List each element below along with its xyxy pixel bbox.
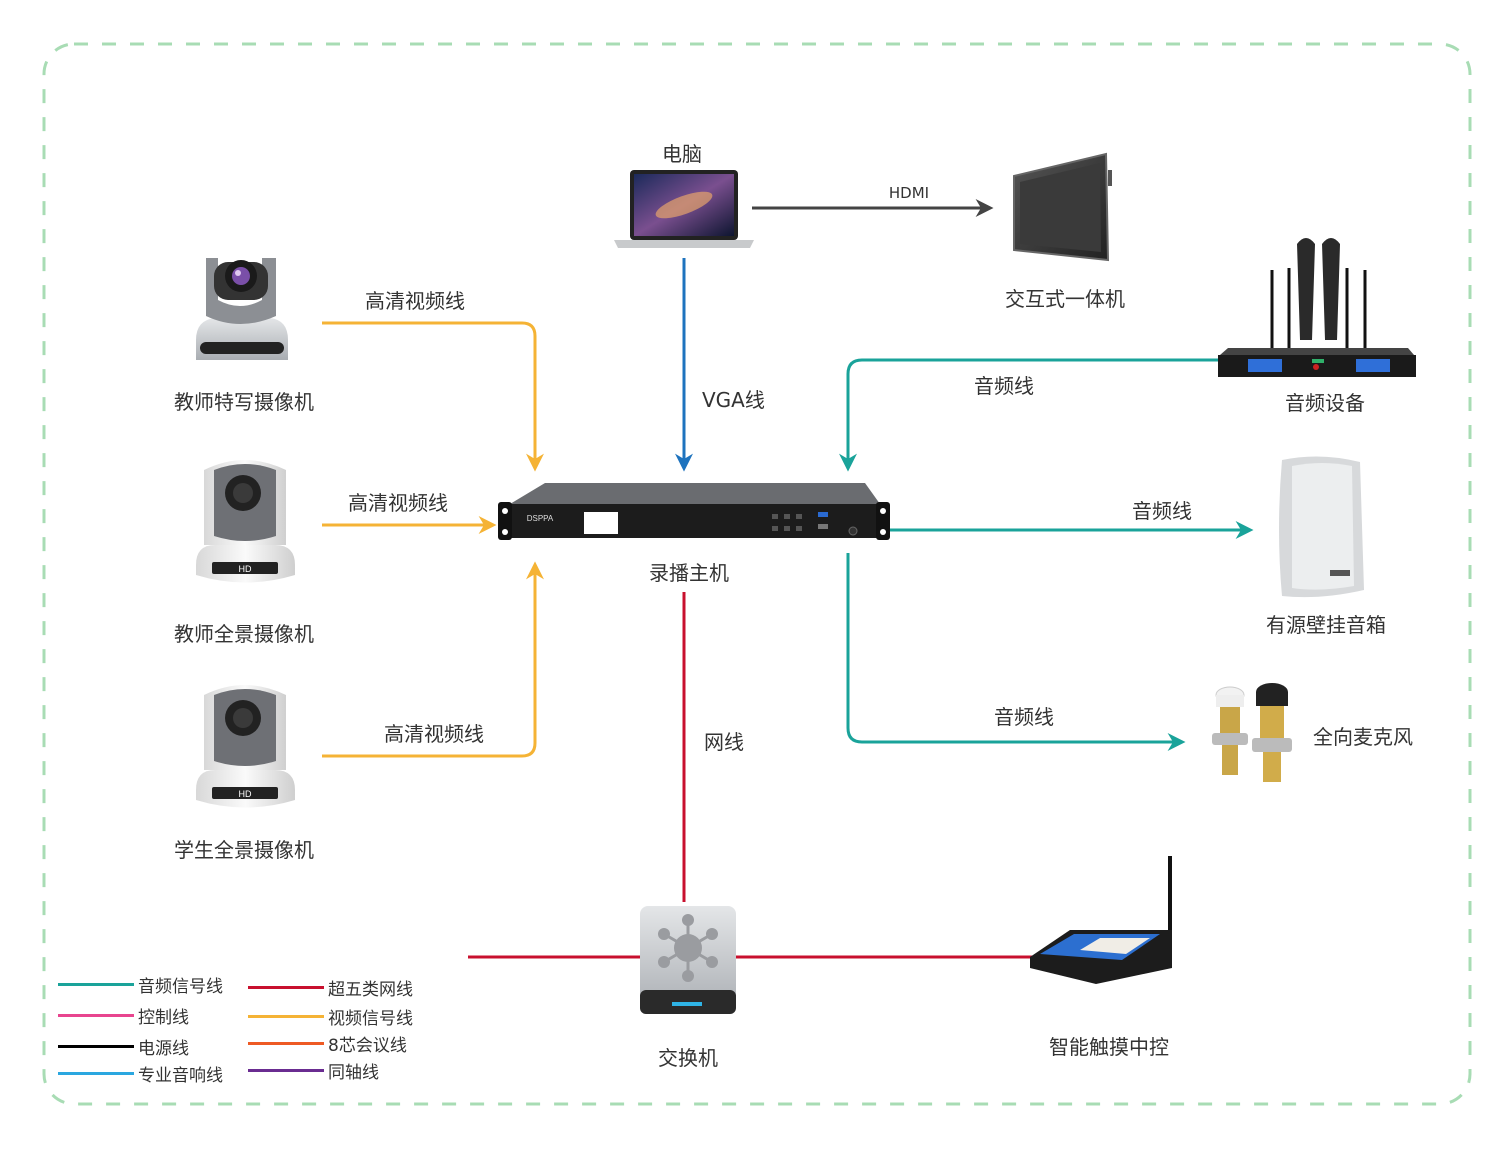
legend-swatch — [248, 986, 324, 989]
audio-mic-label: 音频线 — [994, 705, 1054, 729]
legend-swatch — [58, 1072, 134, 1075]
legend-label: 视频信号线 — [328, 1009, 413, 1029]
legend-label: 同轴线 — [328, 1063, 379, 1083]
omni-microphone-label: 全向麦克风 — [1313, 725, 1413, 749]
legend-label: 控制线 — [138, 1008, 189, 1028]
student-panorama-camera-label: 学生全景摄像机 — [174, 838, 314, 862]
touch-controller-label: 智能触摸中控 — [1049, 1035, 1169, 1059]
legend-label: 专业音响线 — [138, 1066, 223, 1086]
legend-label: 音频信号线 — [138, 977, 223, 997]
legend-item-8core-conference: 8芯会议线 — [248, 1031, 407, 1056]
video-line-closeup — [322, 321, 544, 472]
audio-line-mic — [846, 553, 1186, 751]
legend-item-video-signal: 视频信号线 — [248, 1004, 413, 1029]
legend-item-pro-audio: 专业音响线 — [58, 1061, 223, 1086]
recorder-host-icon — [498, 483, 890, 540]
computer-label: 电脑 — [662, 142, 702, 166]
legend-swatch — [58, 983, 134, 986]
svg-text:HD: HD — [239, 564, 252, 574]
laptop-icon — [614, 170, 754, 248]
wall-speaker-label: 有源壁挂音箱 — [1266, 613, 1386, 637]
legend-item-audio-signal: 音频信号线 — [58, 972, 223, 997]
legend-item-power: 电源线 — [58, 1034, 189, 1059]
teacher-panorama-camera-label: 教师全景摄像机 — [174, 622, 314, 646]
omni-microphone-icon — [1212, 683, 1292, 782]
closeup-camera-icon — [196, 258, 288, 360]
teacher-closeup-camera-label: 教师特写摄像机 — [174, 390, 314, 414]
legend-swatch — [58, 1014, 134, 1017]
legend-item-cat5e: 超五类网线 — [248, 975, 413, 1000]
vga-label: VGA线 — [702, 388, 765, 412]
audio-device-label: 音频设备 — [1285, 391, 1365, 415]
interactive-display-label: 交互式一体机 — [1005, 287, 1125, 311]
audio-line-in — [839, 358, 1218, 472]
legend-label: 电源线 — [138, 1039, 189, 1059]
diagram-border — [42, 42, 1472, 1106]
network-label: 网线 — [704, 730, 744, 754]
legend-swatch — [248, 1015, 324, 1018]
legend-item-control: 控制线 — [58, 1003, 189, 1028]
audio-speaker-label: 音频线 — [1132, 499, 1192, 523]
hd-video-label-3: 高清视频线 — [384, 722, 484, 746]
hdmi-label: HDMI — [888, 184, 930, 202]
teacher-panorama-camera-icon: HD — [196, 460, 295, 583]
legend-swatch — [248, 1042, 324, 1045]
legend-label: 8芯会议线 — [328, 1036, 407, 1056]
recorder-brand: DSPPA — [527, 514, 554, 523]
switch-label: 交换机 — [658, 1046, 718, 1070]
hd-video-label-1: 高清视频线 — [365, 289, 465, 313]
interactive-display-icon — [1013, 152, 1112, 262]
audio-in-label: 音频线 — [974, 374, 1034, 398]
video-line-student-panorama — [322, 561, 544, 758]
legend-label: 超五类网线 — [328, 980, 413, 1000]
network-switch-icon — [640, 906, 736, 1014]
legend-swatch — [248, 1069, 324, 1072]
legend-item-coaxial: 同轴线 — [248, 1058, 379, 1083]
wall-speaker-icon — [1279, 456, 1364, 598]
audio-device-icon — [1218, 238, 1416, 377]
student-panorama-camera-icon: HD — [196, 685, 295, 808]
hd-video-label-2: 高清视频线 — [348, 491, 448, 515]
legend-swatch — [58, 1045, 134, 1048]
recorder-host-label: 录播主机 — [649, 561, 729, 585]
svg-text:HD: HD — [239, 789, 252, 799]
touch-controller-icon — [1030, 856, 1172, 984]
